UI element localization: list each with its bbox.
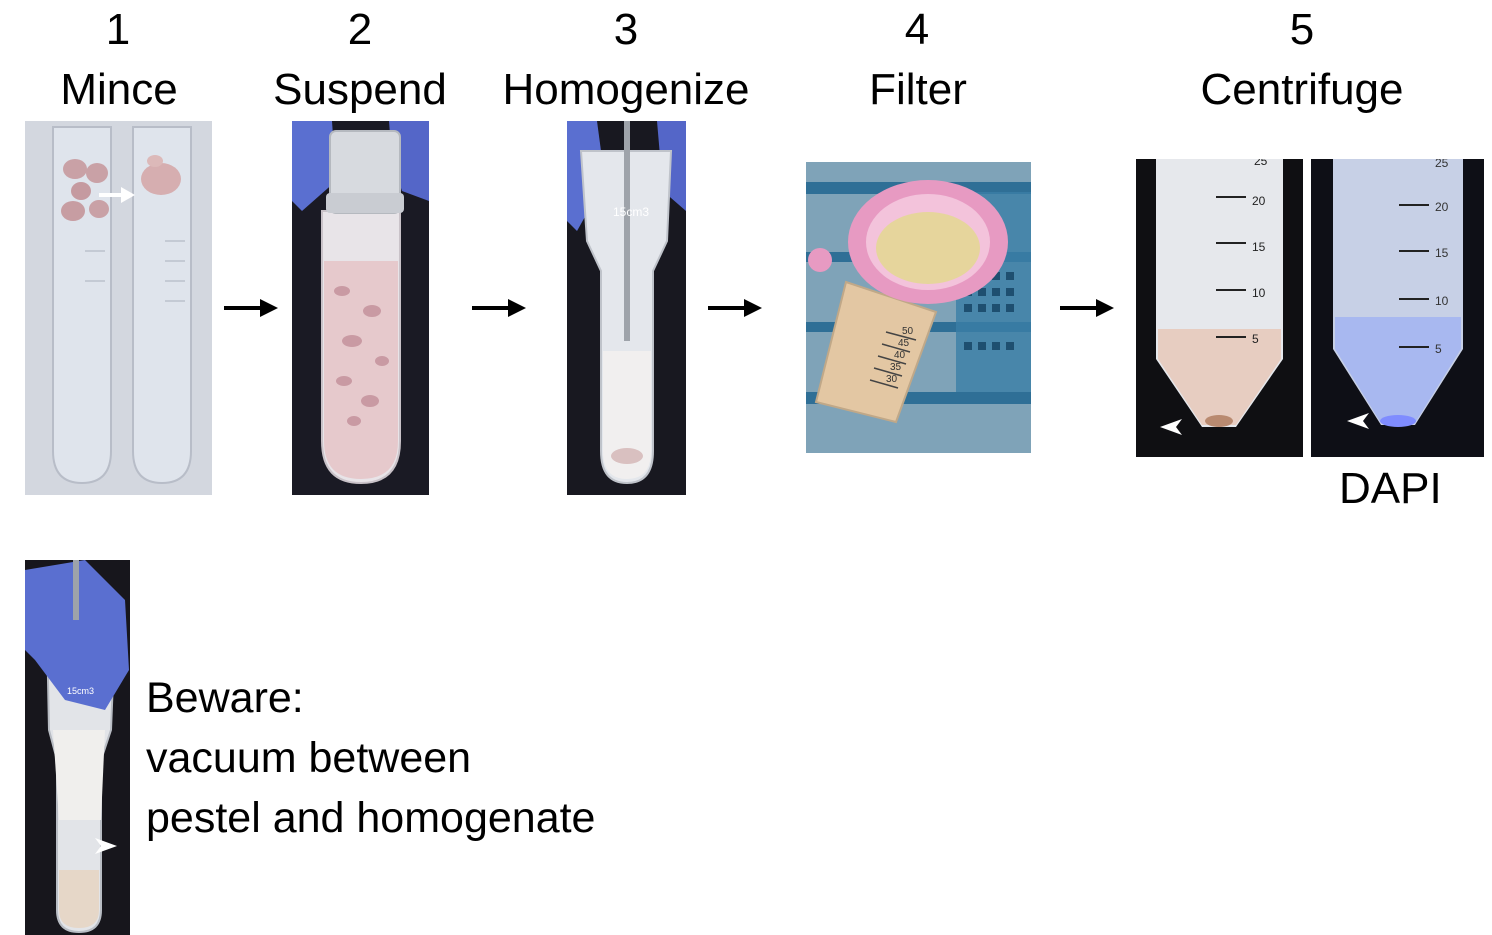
dapi-pellet-arrowhead [1347, 413, 1369, 429]
dapi-mark-20: 20 [1435, 200, 1449, 214]
mince-photo [25, 121, 212, 495]
step-5-number: 5 [1289, 5, 1315, 54]
homogenizer-volume-marking: 15cm3 [613, 205, 649, 219]
step-4-label: Filter [869, 65, 967, 114]
pellet-arrowhead [1160, 419, 1182, 435]
filter-tube-mark-45: 45 [898, 338, 910, 349]
dapi-mark-5: 5 [1435, 342, 1442, 356]
centrifuge-photo: 25 20 15 10 5 [1136, 159, 1303, 457]
arrow-step-3-to-4 [708, 299, 762, 317]
filter-tube-mark-30: 30 [886, 374, 898, 385]
vacuum-arrowhead [95, 838, 117, 854]
dapi-mark-10: 10 [1435, 294, 1449, 308]
dapi-mark-15: 15 [1435, 246, 1449, 260]
arrow-step-1-to-2 [224, 299, 278, 317]
warning-homogenizer-marking: 15cm3 [67, 686, 94, 696]
centrifuge-mark-15: 15 [1252, 240, 1266, 254]
warning-line-1: Beware: [146, 674, 304, 722]
centrifuge-mark-10: 10 [1252, 286, 1266, 300]
step-4-number: 4 [904, 5, 930, 54]
step-2-number: 2 [347, 5, 373, 54]
vacuum-warning-text: Beware: vacuum between pestel and homoge… [146, 668, 595, 848]
dapi-photo: 25 20 15 10 5 [1311, 159, 1484, 457]
warning-line-3: pestel and homogenate [146, 794, 596, 842]
step-2-label: Suspend [273, 65, 447, 114]
step-1-number: 1 [105, 5, 131, 54]
warning-line-2: vacuum between [146, 734, 472, 782]
filter-tube-mark-35: 35 [890, 362, 902, 373]
step-3-number: 3 [613, 5, 639, 54]
homogenize-photo: 15cm3 [567, 121, 686, 495]
filter-photo: 50 45 40 35 30 [806, 162, 1031, 453]
step-3-label: Homogenize [502, 65, 750, 114]
arrow-step-2-to-3 [472, 299, 526, 317]
filter-tube-mark-50: 50 [902, 326, 914, 337]
centrifuge-mark-25: 25 [1254, 159, 1268, 168]
vacuum-warning-photo: 15cm3 [25, 560, 130, 935]
centrifuge-mark-5: 5 [1252, 332, 1259, 346]
suspend-photo [292, 121, 429, 495]
dapi-label: DAPI [1339, 464, 1442, 513]
arrow-step-4-to-5 [1060, 299, 1114, 317]
filter-tube-mark-40: 40 [894, 350, 906, 361]
dapi-mark-25: 25 [1435, 159, 1449, 170]
step-1-label: Mince [60, 65, 178, 114]
centrifuge-mark-20: 20 [1252, 194, 1266, 208]
step-5-label: Centrifuge [1200, 65, 1404, 114]
